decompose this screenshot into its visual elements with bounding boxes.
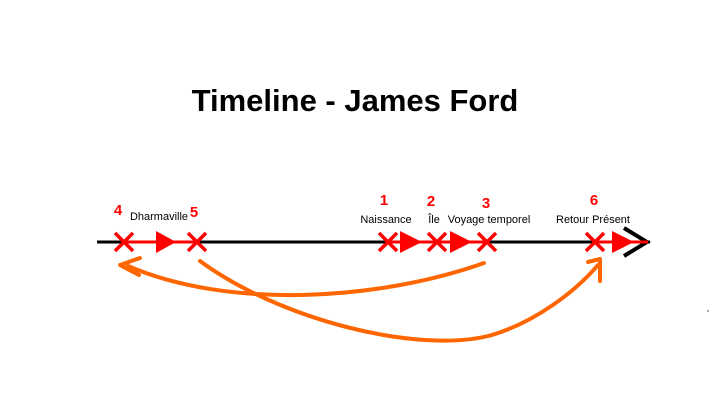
event-marker-6 [584, 231, 606, 253]
event-number-2: 2 [427, 193, 435, 210]
stray-dot [707, 310, 709, 312]
event-label-3: Voyage temporel [448, 214, 531, 226]
event-marker-1 [377, 231, 399, 253]
event-labels: Dharmaville Naissance Île Voyage tempore… [130, 211, 630, 226]
event-label-4: Dharmaville [130, 211, 188, 223]
segment-2-3 [437, 231, 487, 253]
event-marker-2 [426, 231, 448, 253]
jump-3-to-4 [118, 256, 486, 298]
page-title: Timeline - James Ford [192, 83, 519, 118]
event-label-1: Naissance [360, 214, 411, 226]
event-label-2: Île [427, 213, 440, 226]
segment-6-end [595, 231, 648, 253]
segment-4-5 [124, 231, 197, 253]
event-marker-3 [476, 231, 498, 253]
event-marker-4 [113, 231, 135, 253]
segment-1-2 [388, 231, 437, 253]
event-number-1: 1 [380, 192, 388, 209]
event-number-5: 5 [190, 204, 198, 221]
event-markers [113, 231, 606, 253]
event-number-4: 4 [114, 202, 123, 219]
event-label-6: Retour Présent [556, 214, 630, 226]
time-jumps [118, 256, 602, 343]
jump-5-to-6 [198, 257, 602, 343]
event-numbers: 4 5 1 2 3 6 [114, 192, 598, 221]
event-number-6: 6 [590, 192, 598, 209]
event-number-3: 3 [482, 195, 490, 212]
event-marker-5 [186, 231, 208, 253]
timeline-segments [124, 231, 648, 253]
